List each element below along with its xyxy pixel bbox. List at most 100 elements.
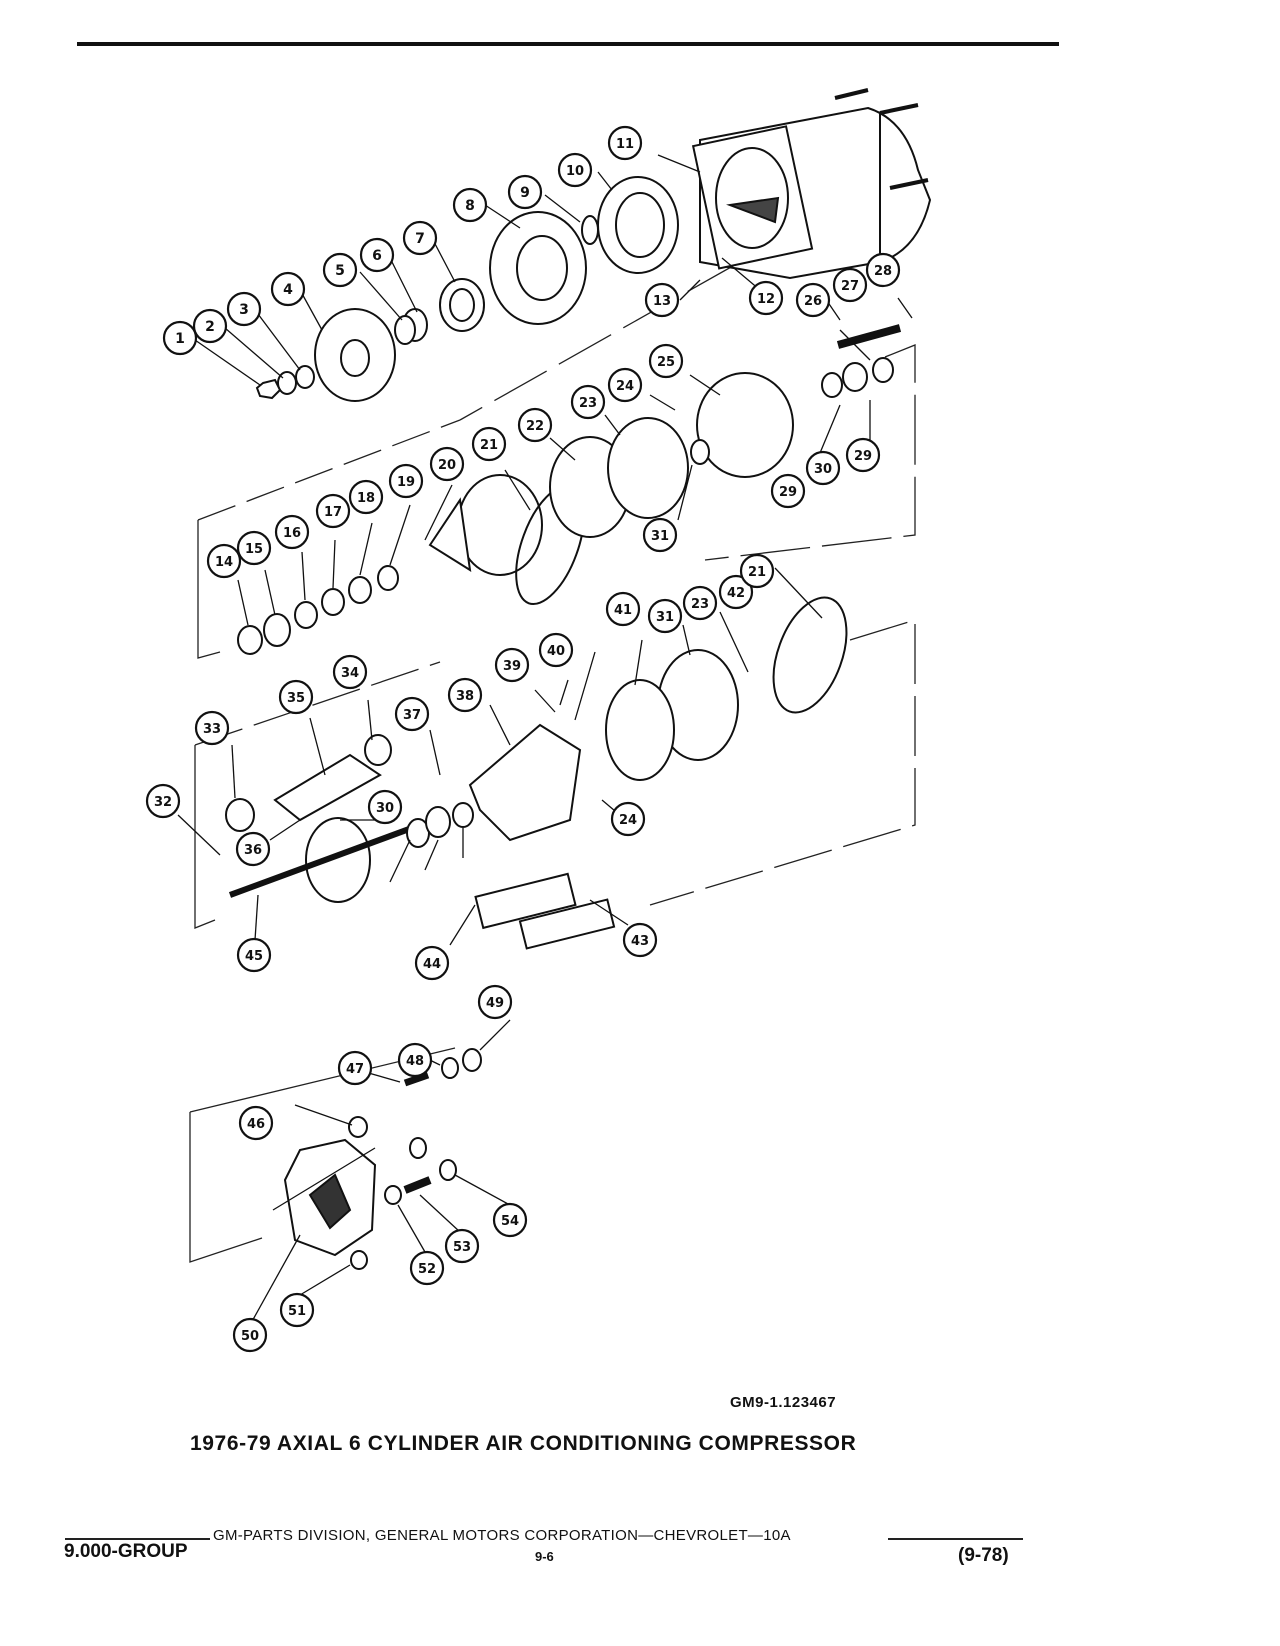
- callout-label-31: 31: [651, 529, 669, 544]
- callout-label-54: 54: [501, 1214, 519, 1229]
- callout-label-24: 24: [616, 379, 634, 394]
- callout-circle-29: [770, 473, 806, 509]
- callout-circle-26: [795, 282, 831, 318]
- callout-circle-23: [682, 585, 718, 621]
- rear-head-group-drawing: [283, 1048, 482, 1270]
- callout-label-21: 21: [748, 565, 766, 580]
- callout-label-34: 34: [341, 666, 359, 681]
- callout-circle-25: [648, 343, 684, 379]
- footer-date: (9-78): [958, 1545, 1009, 1566]
- callout-circle-45: [236, 937, 272, 973]
- callout-circle-37: [394, 696, 430, 732]
- callout-label-19: 19: [397, 475, 415, 490]
- callout-label-17: 17: [324, 505, 342, 520]
- callout-circle-52: [409, 1250, 445, 1286]
- callout-label-30: 30: [814, 462, 832, 477]
- callout-label-5: 5: [335, 263, 345, 279]
- callout-circle-19: [388, 463, 424, 499]
- callout-label-47: 47: [346, 1062, 364, 1077]
- callout-label-50: 50: [241, 1329, 259, 1344]
- cylinder-group-drawing: [225, 596, 848, 950]
- callout-circle-21: [739, 553, 775, 589]
- callout-circle-27: [832, 267, 868, 303]
- callout-circle-36: [235, 831, 271, 867]
- callout-circle-28: [865, 252, 901, 288]
- callout-label-31: 31: [656, 610, 674, 625]
- callout-circle-8: [452, 187, 488, 223]
- callout-label-4: 4: [283, 282, 293, 298]
- callout-circle-30: [367, 789, 403, 825]
- callout-circle-44: [414, 945, 450, 981]
- callout-circle-40: [538, 632, 574, 668]
- callout-label-27: 27: [841, 279, 859, 294]
- footer-division-line: GM-PARTS DIVISION, GENERAL MOTORS CORPOR…: [213, 1527, 791, 1544]
- callout-circle-49: [477, 984, 513, 1020]
- callout-circle-13: [644, 282, 680, 318]
- callout-label-51: 51: [288, 1304, 306, 1319]
- callout-label-23: 23: [579, 396, 597, 411]
- callout-balloons: 1234567891011121314151617181920212223242…: [145, 125, 901, 1353]
- callout-circle-6: [359, 237, 395, 273]
- callout-label-33: 33: [203, 722, 221, 737]
- footer-rule-right: [888, 1538, 1023, 1540]
- callout-label-18: 18: [357, 491, 375, 506]
- callout-label-12: 12: [757, 292, 775, 307]
- callout-circle-48: [397, 1042, 433, 1078]
- callout-circle-1: [162, 320, 198, 356]
- callout-circle-51: [279, 1292, 315, 1328]
- callout-label-48: 48: [406, 1054, 424, 1069]
- callout-label-24: 24: [619, 813, 637, 828]
- callout-circle-41: [605, 591, 641, 627]
- callout-label-7: 7: [415, 231, 425, 247]
- callout-label-28: 28: [874, 264, 892, 279]
- callout-label-21: 21: [480, 438, 498, 453]
- group-outlines: [189, 261, 916, 1263]
- callout-label-14: 14: [215, 555, 233, 570]
- callout-label-38: 38: [456, 689, 474, 704]
- callout-circle-11: [607, 125, 643, 161]
- callout-label-39: 39: [503, 659, 521, 674]
- figure-part-number: GM9-1.123467: [730, 1394, 837, 1411]
- callout-label-44: 44: [423, 957, 441, 972]
- callout-circle-9: [507, 174, 543, 210]
- callout-circle-32: [145, 783, 181, 819]
- callout-circle-14: [206, 543, 242, 579]
- callout-label-52: 52: [418, 1262, 436, 1277]
- callout-circle-33: [194, 710, 230, 746]
- callout-circle-53: [444, 1228, 480, 1264]
- callout-circle-7: [402, 220, 438, 256]
- callout-label-1: 1: [175, 331, 185, 347]
- callout-label-49: 49: [486, 996, 504, 1011]
- callout-circle-31: [642, 517, 678, 553]
- callout-label-23: 23: [691, 597, 709, 612]
- callout-circle-24: [607, 367, 643, 403]
- callout-circle-47: [337, 1050, 373, 1086]
- footer-rule-left: [65, 1538, 210, 1540]
- callout-label-6: 6: [372, 248, 382, 264]
- callout-label-16: 16: [283, 526, 301, 541]
- clutch-parts-drawing: [255, 176, 679, 402]
- callout-label-2: 2: [205, 319, 215, 335]
- callout-label-36: 36: [244, 843, 262, 858]
- callout-label-22: 22: [526, 419, 544, 434]
- callout-circle-54: [492, 1202, 528, 1238]
- footer-page-number: 9-6: [535, 1549, 554, 1564]
- callout-circle-46: [238, 1105, 274, 1141]
- callout-label-3: 3: [239, 302, 249, 318]
- callout-label-32: 32: [154, 795, 172, 810]
- callout-label-13: 13: [653, 294, 671, 309]
- callout-label-30: 30: [376, 801, 394, 816]
- callout-circle-42: [718, 574, 754, 610]
- callout-circle-20: [429, 446, 465, 482]
- callout-circle-30: [805, 450, 841, 486]
- callout-circle-17: [315, 493, 351, 529]
- callout-label-42: 42: [727, 586, 745, 601]
- callout-label-29: 29: [779, 485, 797, 500]
- callout-label-29: 29: [854, 449, 872, 464]
- callout-label-53: 53: [453, 1240, 471, 1255]
- callout-circle-22: [517, 407, 553, 443]
- callout-circle-2: [192, 308, 228, 344]
- callout-circle-16: [274, 514, 310, 550]
